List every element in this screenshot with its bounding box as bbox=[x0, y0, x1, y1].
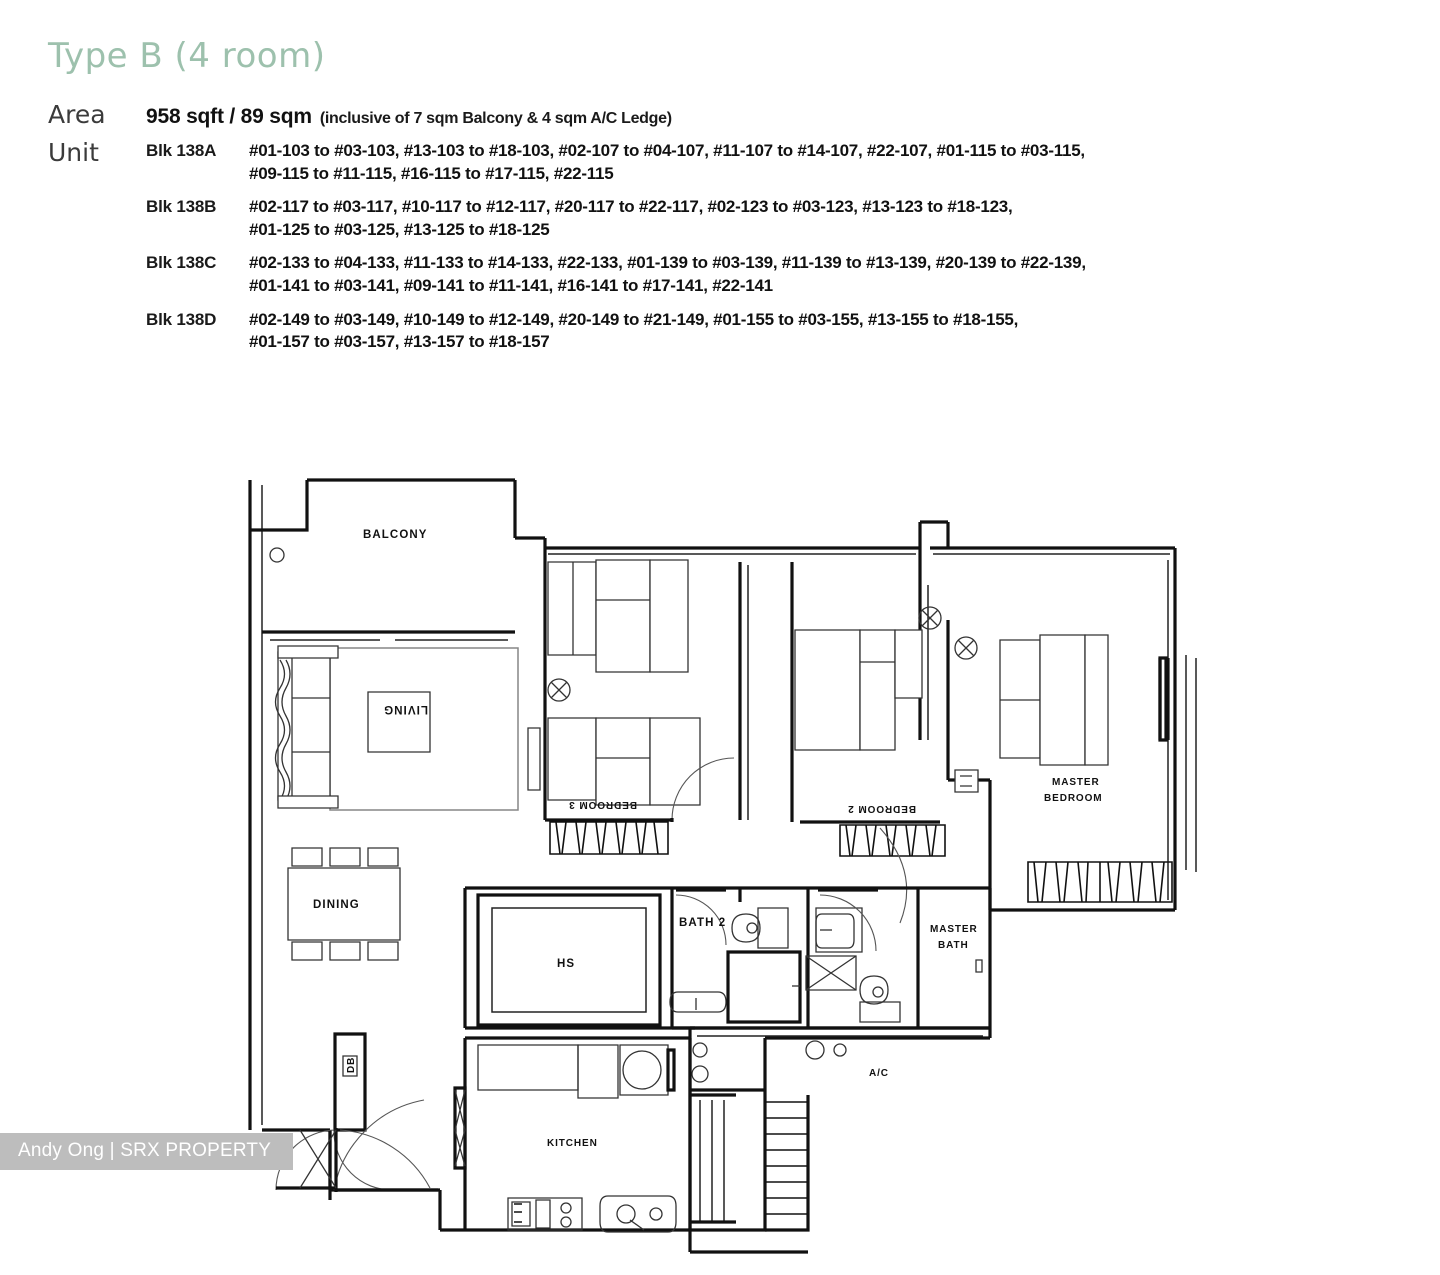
room-master-bath: MASTER BATH bbox=[805, 886, 992, 1030]
block-name: Blk 138A bbox=[146, 141, 217, 160]
household-shelter-label: HS bbox=[557, 958, 575, 970]
bedroom3-window-hatch bbox=[549, 821, 669, 855]
room-bath-2: BATH 2 bbox=[669, 886, 810, 1030]
block-units: #02-149 to #03-149, #10-149 to #12-149, … bbox=[249, 309, 1018, 354]
master-bedroom-label-line2: BEDROOM bbox=[1044, 793, 1103, 804]
block-name: Blk 138D bbox=[146, 309, 217, 329]
bath2-label: BATH 2 bbox=[679, 917, 726, 929]
block-units: #02-117 to #03-117, #10-117 to #12-117, … bbox=[249, 196, 1013, 241]
basin-fixture-bath2 bbox=[669, 991, 727, 1013]
block-units-line2: #01-141 to #03-141, #09-141 to #11-141, … bbox=[249, 276, 773, 296]
db-label: DB bbox=[346, 1057, 357, 1073]
block-units-line2: #01-157 to #03-157, #13-157 to #18-157 bbox=[249, 332, 550, 352]
distribution-board: DB bbox=[342, 1055, 358, 1077]
living-label: LIVING bbox=[383, 703, 428, 715]
block-units-line1: #02-149 to #03-149, #10-149 to #12-149, … bbox=[249, 309, 1019, 329]
bedroom3-label: BEDROOM 3 bbox=[568, 799, 637, 810]
kitchen-sink bbox=[599, 1195, 677, 1233]
master-bedroom-window-hatch bbox=[1027, 861, 1173, 903]
bedroom2-window-hatch bbox=[839, 824, 946, 857]
area-note: (inclusive of 7 sqm Balcony & 4 sqm A/C … bbox=[319, 110, 672, 127]
block-name: Blk 138C bbox=[146, 253, 217, 273]
room-master-bedroom: MASTER BEDROOM bbox=[946, 620, 1175, 912]
room-bedroom-2: BEDROOM 2 bbox=[790, 562, 978, 924]
corridor-walls bbox=[463, 886, 695, 1030]
area-label: Area bbox=[48, 100, 106, 129]
kitchen-label: KITCHEN bbox=[547, 1138, 598, 1149]
block-units-line1: #02-117 to #03-117, #10-117 to #12-117, … bbox=[249, 197, 1013, 217]
area-row: Area 958 sqft / 89 sqm (inclusive of 7 s… bbox=[48, 100, 672, 129]
stove-hob bbox=[507, 1197, 583, 1231]
floor-plan-drawing: BALCONY LIVING DINING bbox=[0, 440, 1440, 1275]
area-aircon-ledge: A/C bbox=[688, 1026, 992, 1232]
room-living: LIVING bbox=[274, 645, 519, 811]
area-value: 958 sqft / 89 sqm bbox=[146, 105, 312, 128]
block-units-line2: #01-125 to #03-125, #13-125 to #18-125 bbox=[249, 219, 550, 239]
dining-label: DINING bbox=[313, 899, 360, 911]
master-bath-label-line2: BATH bbox=[938, 940, 969, 951]
outer-walls bbox=[248, 478, 1197, 1200]
bedroom2-label: BEDROOM 2 bbox=[847, 803, 916, 814]
block-entry: Blk 138D #02-149 to #03-149, #10-149 to … bbox=[146, 309, 1416, 354]
block-entry: Blk 138C #02-133 to #04-133, #11-133 to … bbox=[146, 252, 1416, 297]
room-balcony: BALCONY bbox=[269, 529, 428, 563]
page-title: Type B (4 room) bbox=[48, 36, 326, 76]
block-units-line2: #09-115 to #11-115, #16-115 to #17-115, … bbox=[249, 163, 614, 183]
room-kitchen: KITCHEN bbox=[453, 1036, 692, 1233]
basin-fixture-master-bath bbox=[815, 907, 863, 953]
entry-foyer: DB bbox=[275, 1032, 465, 1232]
block-units: #01-103 to #03-103, #13-103 to #18-103, … bbox=[249, 140, 1085, 185]
block-entry: Blk 138A #01-103 to #03-103, #13-103 to … bbox=[146, 140, 1416, 185]
service-yard bbox=[688, 1090, 808, 1254]
aircon-louvres bbox=[690, 1090, 810, 1232]
shower-tray-master-bath bbox=[805, 955, 857, 991]
room-bedroom-3: BEDROOM 3 bbox=[527, 559, 749, 855]
unit-row: Unit bbox=[48, 138, 146, 167]
aircon-ledge-label: A/C bbox=[869, 1068, 889, 1079]
block-units-line1: #01-103 to #03-103, #13-103 to #18-103, … bbox=[249, 141, 1085, 160]
block-units: #02-133 to #04-133, #11-133 to #14-133, … bbox=[249, 252, 1086, 297]
washing-machine bbox=[619, 1044, 676, 1096]
toilet-fixture-bath2 bbox=[731, 907, 789, 949]
balcony-label: BALCONY bbox=[363, 529, 428, 541]
unit-list: Blk 138A #01-103 to #03-103, #13-103 to … bbox=[146, 140, 1416, 365]
watermark: Andy Ong | SRX PROPERTY bbox=[0, 1133, 294, 1170]
room-dining: DINING bbox=[287, 847, 401, 961]
room-household-shelter: HS bbox=[476, 893, 662, 1027]
unit-label: Unit bbox=[48, 138, 99, 167]
toilet-fixture-master-bath bbox=[859, 975, 901, 1023]
block-name: Blk 138B bbox=[146, 197, 217, 217]
block-entry: Blk 138B #02-117 to #03-117, #10-117 to … bbox=[146, 196, 1416, 241]
master-bedroom-label-line1: MASTER bbox=[1052, 777, 1100, 788]
block-units-line1: #02-133 to #04-133, #11-133 to #14-133, … bbox=[249, 253, 1086, 273]
master-bath-label-line1: MASTER bbox=[930, 924, 978, 935]
